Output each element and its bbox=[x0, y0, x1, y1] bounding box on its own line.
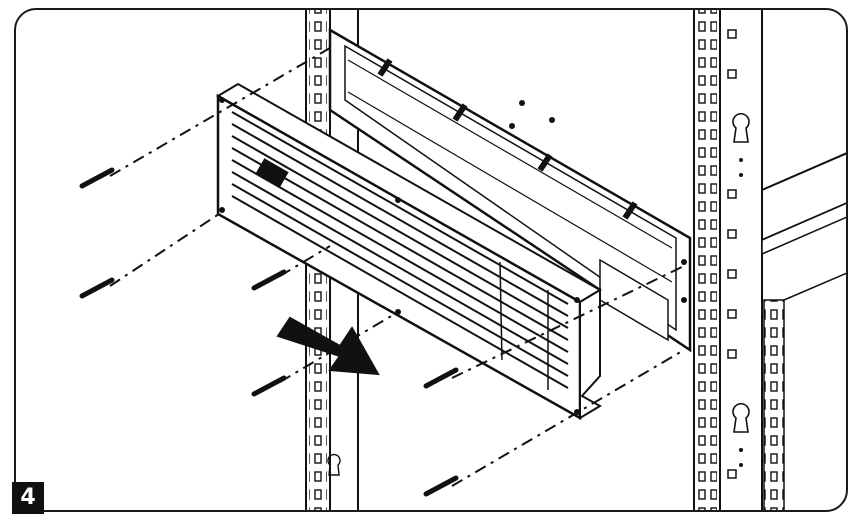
illustration-frame bbox=[14, 8, 848, 512]
alignment-lines bbox=[109, 47, 685, 487]
mounting-screws bbox=[79, 167, 459, 497]
brand-plate bbox=[255, 158, 289, 188]
adjacent-equipment bbox=[761, 152, 846, 510]
ups-chassis bbox=[328, 27, 692, 353]
right-rack-rail bbox=[693, 10, 763, 510]
front-bezel bbox=[216, 82, 602, 421]
insertion-arrow-icon bbox=[276, 316, 380, 376]
step-number-badge: 4 bbox=[12, 482, 44, 514]
rack-mount-illustration bbox=[79, 10, 846, 510]
